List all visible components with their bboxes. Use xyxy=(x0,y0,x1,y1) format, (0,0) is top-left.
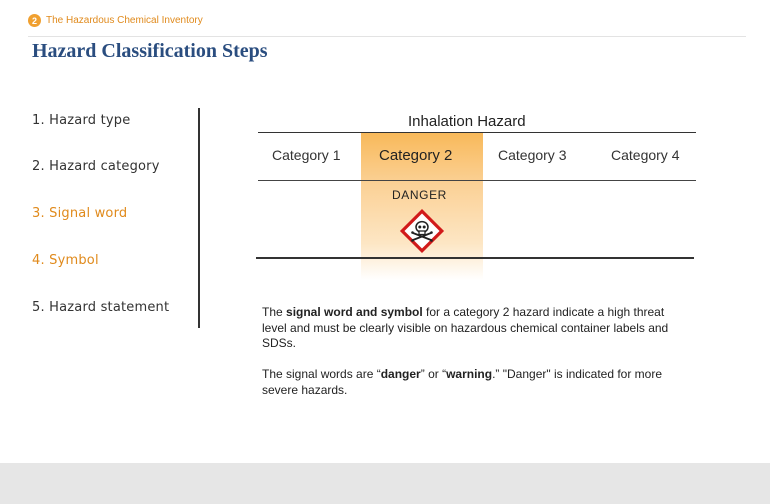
description-paragraph-1: The signal word and symbol for a categor… xyxy=(262,305,692,352)
step-hazard-statement[interactable]: 5. Hazard statement xyxy=(32,300,170,315)
step-signal-word[interactable]: 3. Signal word xyxy=(32,206,128,221)
selected-category-highlight xyxy=(361,133,483,280)
desc1-bold: signal word and symbol xyxy=(286,305,423,319)
ghs-skull-and-crossbones-icon xyxy=(399,208,445,254)
desc2-suffix: .” "Danger" is indicated for more severe… xyxy=(262,367,663,397)
category-4-header: Category 4 xyxy=(611,147,680,163)
category-3-header: Category 3 xyxy=(498,147,567,163)
footer-bar xyxy=(0,463,770,504)
desc2-bold-warning: warning xyxy=(446,367,493,381)
step-symbol[interactable]: 4. Symbol xyxy=(32,253,99,268)
module-number-badge: 2 xyxy=(28,14,41,27)
page-title: Hazard Classification Steps xyxy=(32,40,268,62)
step-divider xyxy=(198,108,200,328)
desc2-prefix: The signal words are “ xyxy=(262,367,381,381)
step-hazard-category[interactable]: 2. Hazard category xyxy=(32,159,160,174)
category-1-header: Category 1 xyxy=(272,147,341,163)
desc2-bold-danger: danger xyxy=(380,367,421,381)
desc2-mid: ” or “ xyxy=(420,367,447,381)
step-hazard-type[interactable]: 1. Hazard type xyxy=(32,113,131,128)
desc1-suffix: for a category 2 hazard indicate a high … xyxy=(262,305,669,350)
module-header: 2 The Hazardous Chemical Inventory xyxy=(28,14,203,27)
category-2-header: Category 2 xyxy=(379,147,453,164)
table-top-rule xyxy=(258,132,696,133)
header-divider xyxy=(28,36,746,37)
table-middle-rule xyxy=(258,180,696,181)
signal-word-danger: DANGER xyxy=(392,188,447,202)
table-bottom-rule xyxy=(256,257,694,259)
description-paragraph-2: The signal words are “danger” or “warnin… xyxy=(262,367,692,398)
inhalation-hazard-title: Inhalation Hazard xyxy=(408,113,526,130)
module-title: The Hazardous Chemical Inventory xyxy=(46,15,203,26)
desc1-prefix: The xyxy=(262,305,287,319)
